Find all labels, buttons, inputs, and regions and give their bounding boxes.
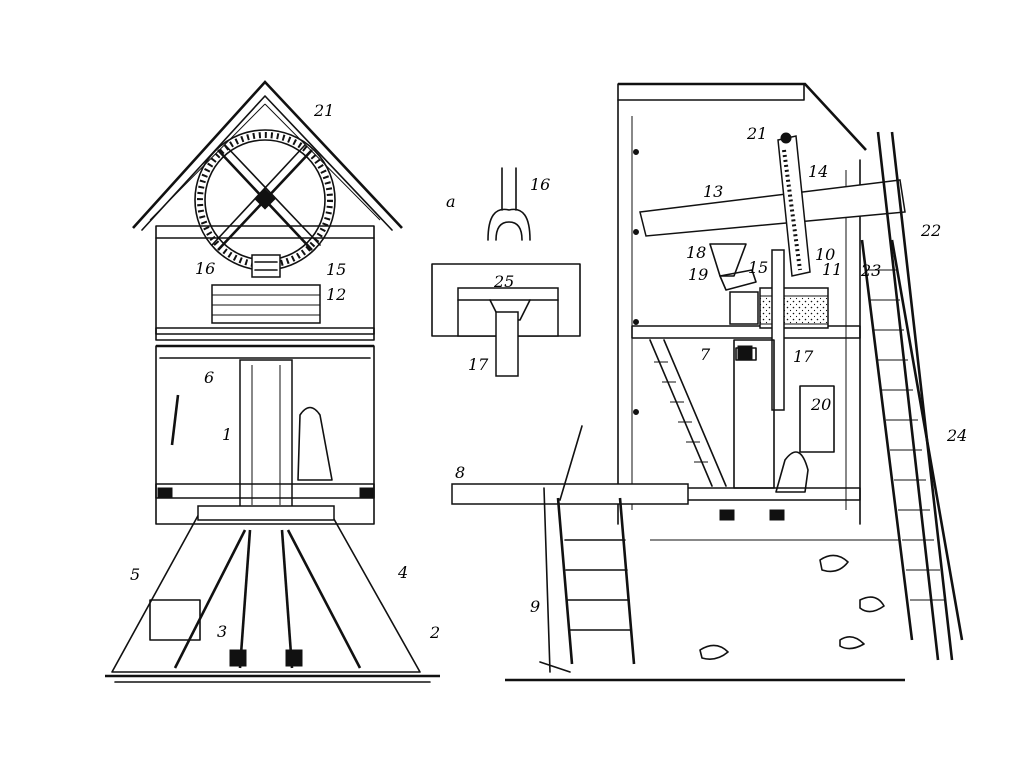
brake-wheel — [194, 129, 336, 271]
label-11: 11 — [822, 260, 842, 279]
side-section — [451, 82, 964, 682]
label-3: 3 — [217, 622, 227, 641]
label-21-side: 21 — [746, 124, 767, 143]
detail-marker: a — [446, 192, 456, 211]
label-2: 2 — [429, 623, 440, 642]
stone-foundation — [111, 505, 421, 673]
label-7: 7 — [700, 345, 711, 364]
label-1: 1 — [222, 425, 232, 444]
label-17-side: 17 — [793, 347, 814, 366]
label-22: 22 — [920, 221, 941, 240]
label-15-side: 15 — [748, 258, 768, 277]
main-post — [239, 359, 293, 511]
front-roof — [132, 80, 403, 229]
label-13: 13 — [703, 182, 723, 201]
label-10: 10 — [815, 245, 835, 264]
label-24: 24 — [946, 426, 967, 445]
label-18: 18 — [686, 243, 706, 262]
ladder — [860, 239, 964, 641]
front-elevation — [105, 80, 440, 683]
label-17-detail: 17 — [468, 355, 489, 374]
label-16-front: 16 — [195, 259, 215, 278]
detail-a — [431, 167, 581, 377]
lower-story — [155, 345, 375, 525]
label-15-front: 15 — [326, 260, 346, 279]
label-6: 6 — [204, 368, 214, 387]
beam-8 — [451, 483, 689, 505]
label-25: 25 — [493, 272, 514, 291]
label-23: 23 — [860, 261, 881, 280]
label-12: 12 — [326, 285, 346, 304]
label-4: 4 — [397, 563, 408, 582]
label-20: 20 — [810, 395, 831, 414]
wall-rivets — [633, 149, 639, 415]
label-19: 19 — [688, 265, 708, 284]
label-16-detail: 16 — [530, 175, 550, 194]
windshaft — [639, 179, 906, 237]
tail-pole — [876, 131, 954, 661]
upper-story — [155, 225, 375, 335]
label-5: 5 — [130, 565, 140, 584]
millstones — [211, 284, 321, 324]
label-14: 14 — [808, 162, 828, 181]
entrance-stair — [539, 425, 636, 673]
label-9: 9 — [530, 597, 540, 616]
label-8: 8 — [455, 463, 465, 482]
label-21-front: 21 — [313, 101, 334, 120]
